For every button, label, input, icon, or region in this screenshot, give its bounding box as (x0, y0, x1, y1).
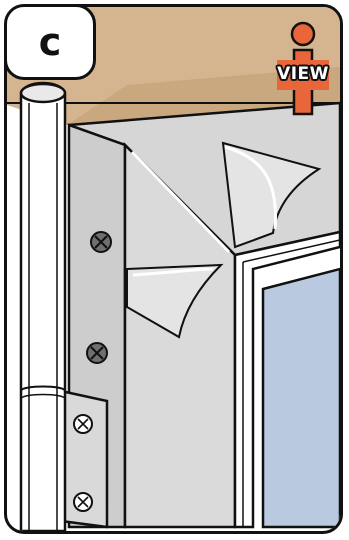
view-label: VIEW (275, 64, 331, 84)
step-letter: c (39, 23, 62, 61)
screw-icon (74, 493, 92, 511)
hinge-pin (21, 83, 65, 531)
screw-icon (91, 232, 111, 252)
view-info-icon: VIEW (275, 20, 331, 118)
glass-pane (263, 269, 340, 527)
illustration-panel: c VIEW (4, 4, 343, 534)
step-badge: c (4, 4, 96, 80)
hinge-pin-cap (21, 84, 65, 102)
screw-icon (74, 415, 92, 433)
screw-icon (87, 343, 107, 363)
